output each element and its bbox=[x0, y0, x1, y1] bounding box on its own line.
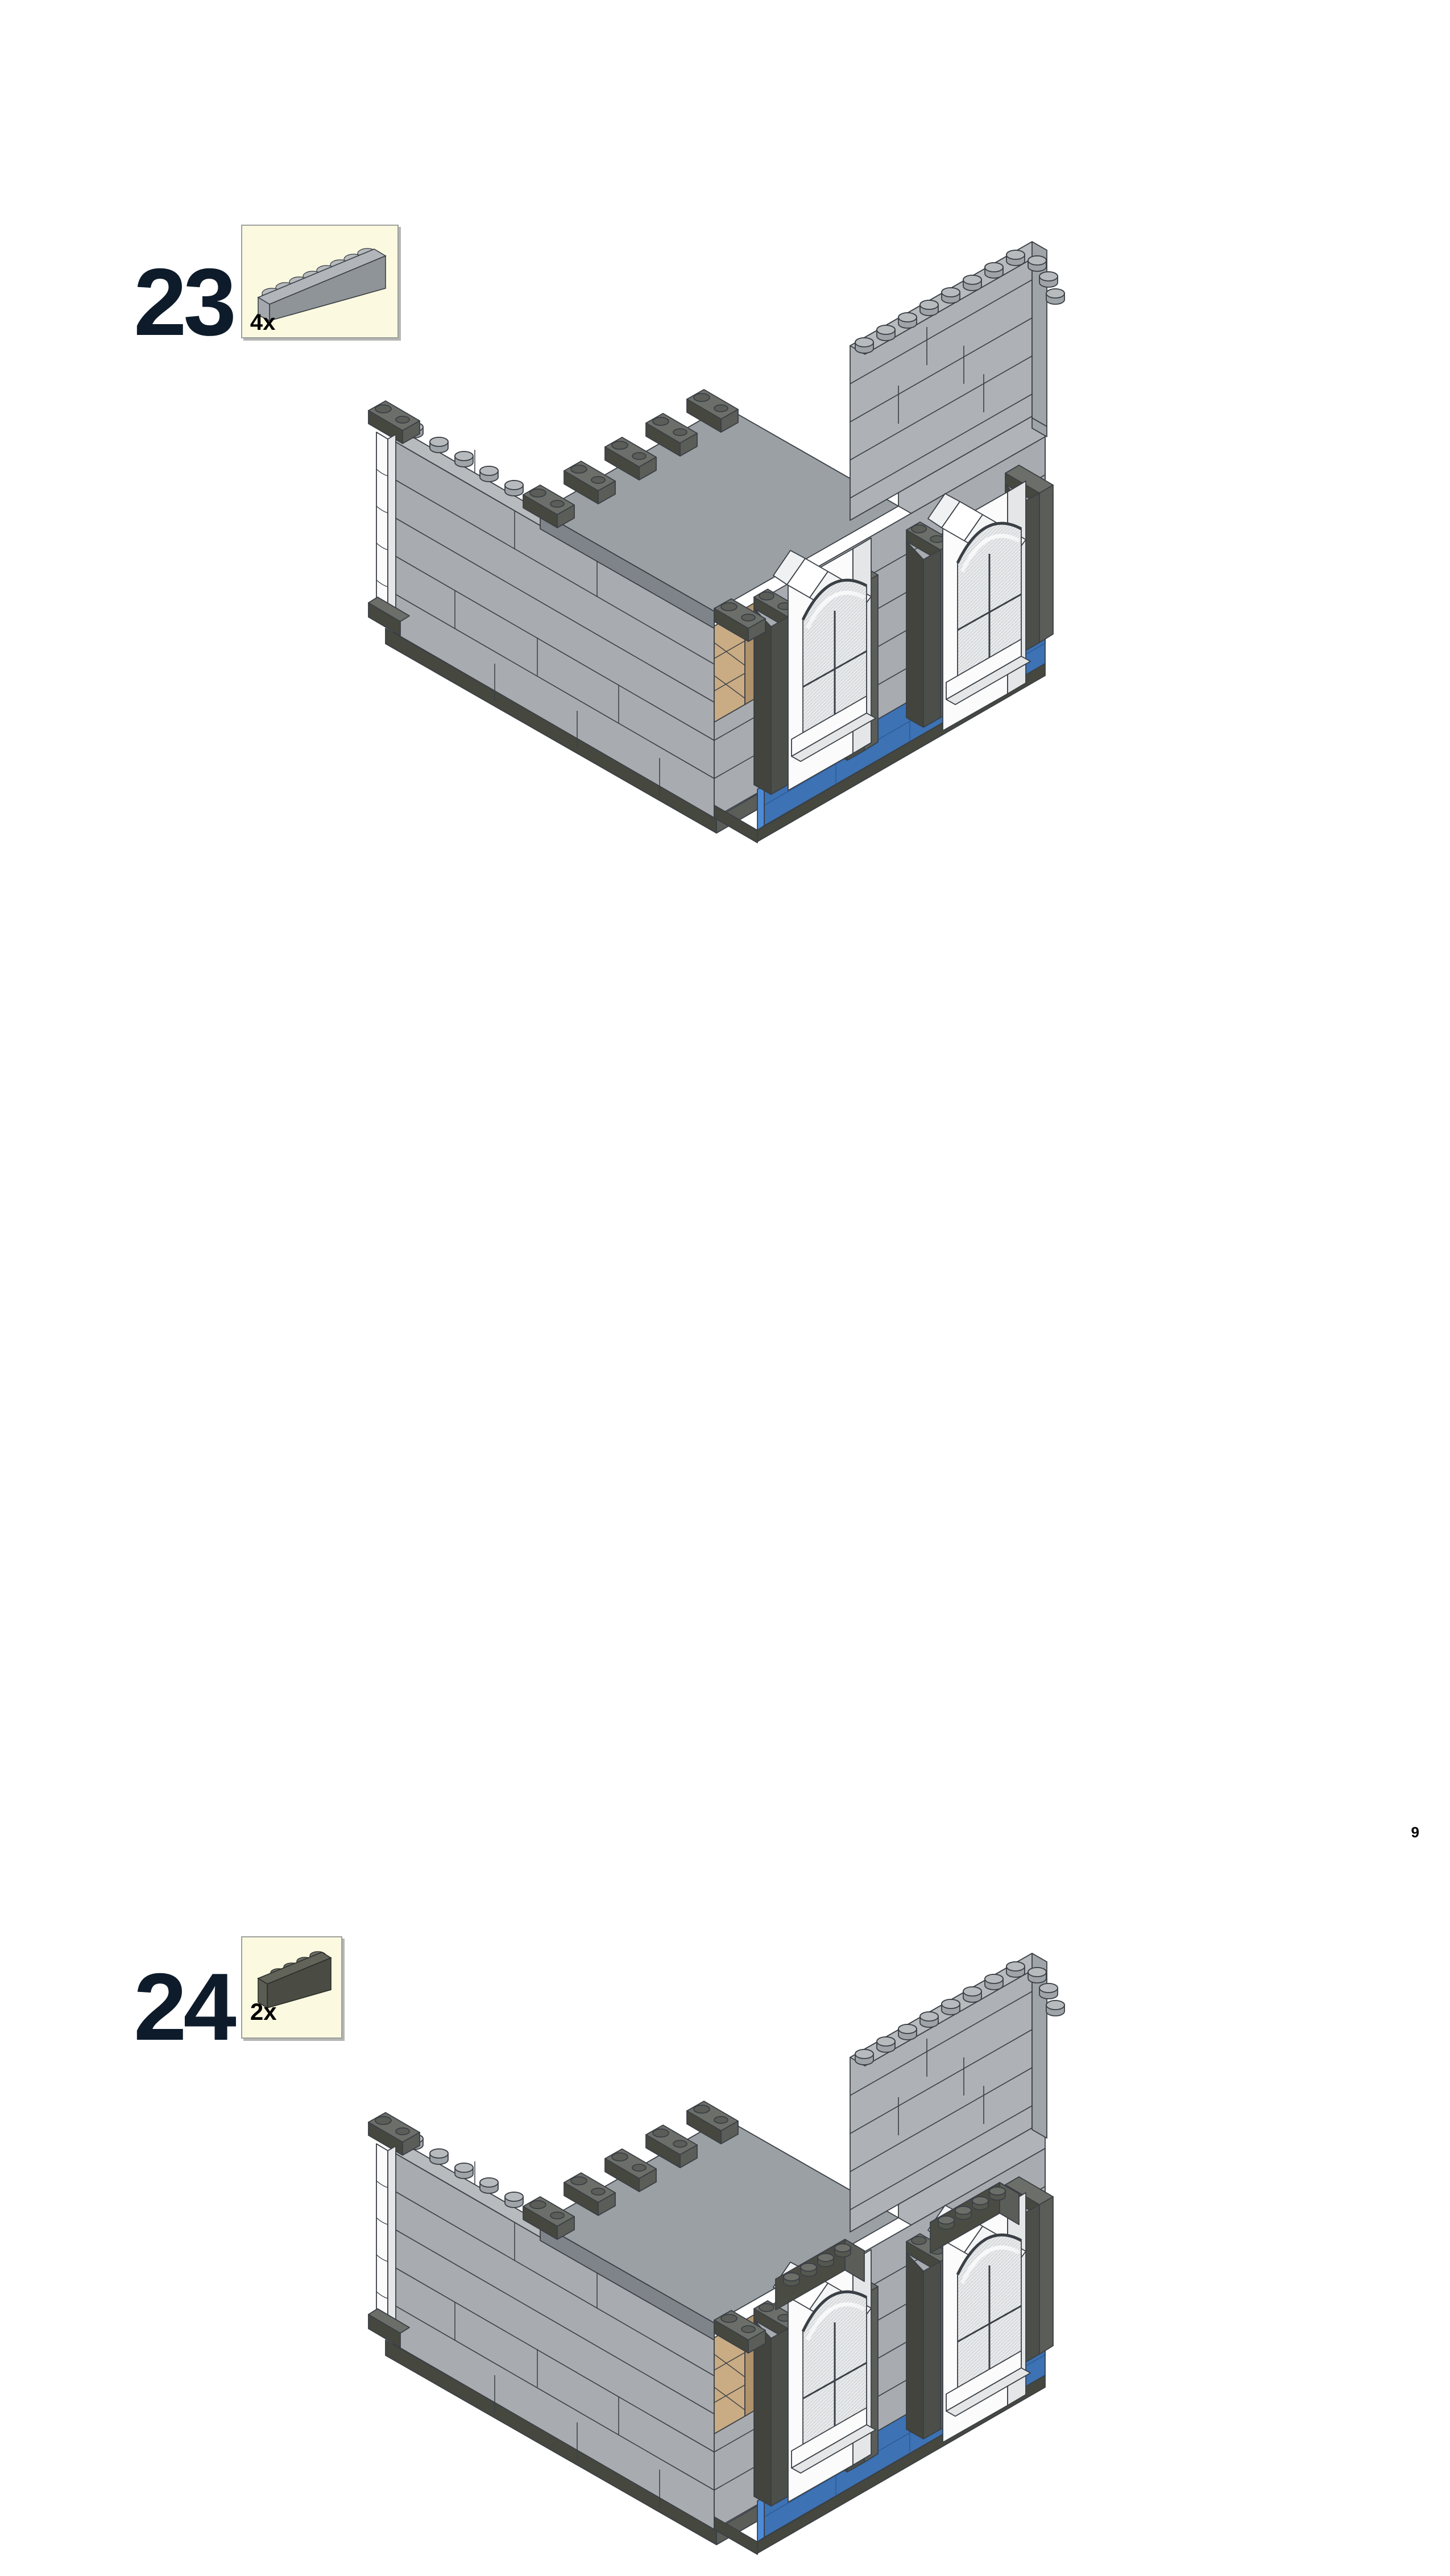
arched-window-right bbox=[927, 481, 1031, 731]
part-quantity-24: 2x bbox=[250, 1998, 277, 2025]
page-number: 9 bbox=[1411, 1824, 1419, 1841]
step-block-24: 24 bbox=[0, 938, 1450, 2555]
dark-plate-front-right bbox=[714, 598, 766, 642]
part-quantity-23: 4x bbox=[250, 310, 276, 335]
step-header-23: 23 bbox=[134, 225, 399, 350]
lego-model-24 bbox=[368, 1953, 1065, 2555]
dark-plate-row-inner bbox=[523, 389, 739, 528]
step-header-24: 24 bbox=[134, 1936, 342, 2055]
step-number-23: 23 bbox=[134, 249, 237, 355]
model-illustration-23 bbox=[353, 210, 1240, 864]
step-number-24: 24 bbox=[134, 1953, 237, 2060]
white-column-left bbox=[376, 2143, 396, 2327]
arched-window-left bbox=[773, 537, 876, 791]
step-block-23: 23 bbox=[0, 0, 1450, 938]
parts-callout-box-24: 2x bbox=[241, 1936, 342, 2039]
brick-1x4-icon bbox=[257, 1951, 332, 2009]
parts-callout-box-23: 4x bbox=[241, 225, 399, 338]
brick-1x8-icon bbox=[257, 248, 387, 322]
white-column-left bbox=[376, 432, 396, 616]
lego-model-23 bbox=[368, 241, 1065, 843]
model-illustration-24 bbox=[353, 1922, 1240, 2576]
